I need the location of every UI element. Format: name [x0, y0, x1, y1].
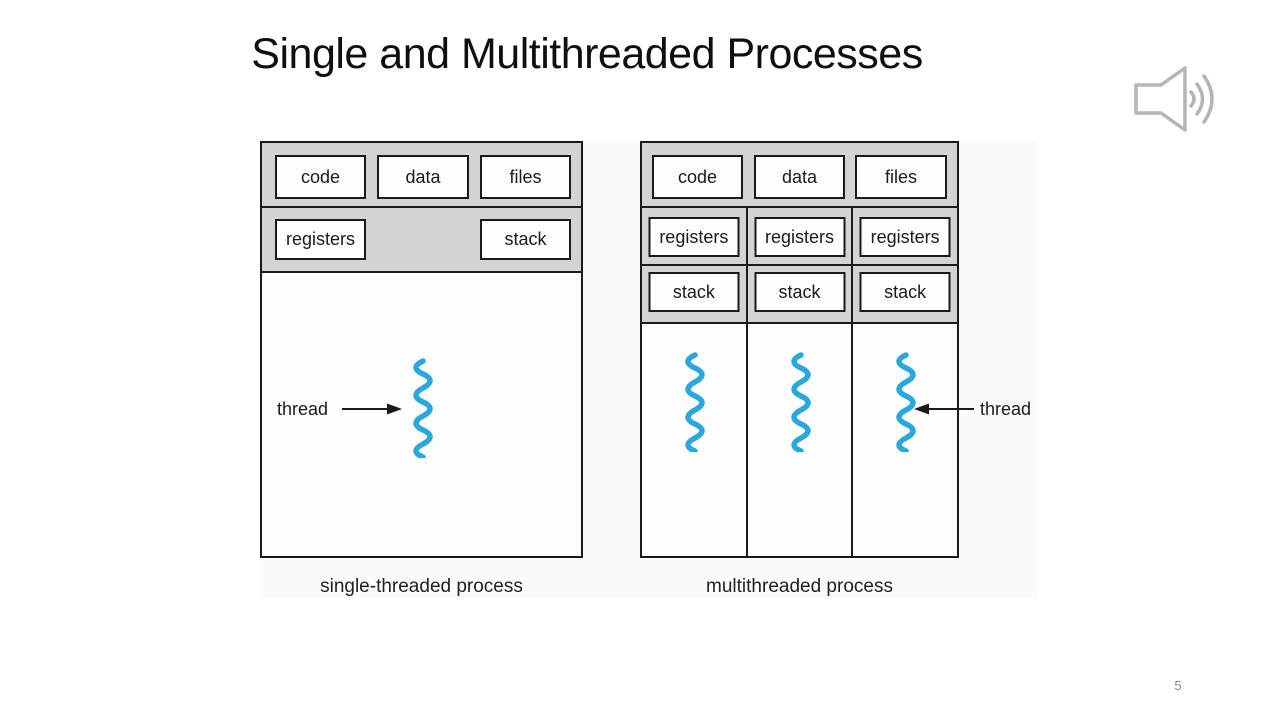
thread-squiggle — [790, 352, 811, 452]
thread-columns: registers stack registers stack — [642, 208, 958, 556]
thread-area — [642, 324, 746, 556]
thread-area — [747, 324, 852, 556]
stack-box: stack — [859, 272, 951, 312]
caption-multithreaded: multithreaded process — [706, 576, 893, 597]
single-threaded-process-diagram: code data files registers stack — [260, 141, 583, 558]
registers-box: registers — [275, 219, 366, 260]
stack-cell: stack — [853, 266, 958, 324]
thread-column-3: registers stack — [851, 208, 958, 556]
registers-box: registers — [754, 217, 845, 257]
registers-box: registers — [648, 217, 740, 257]
stack-box: stack — [754, 272, 845, 312]
slide-title: Single and Multithreaded Processes — [251, 30, 923, 78]
data-box: data — [754, 155, 845, 199]
files-box: files — [855, 155, 947, 199]
thread-label-left: thread — [277, 399, 329, 419]
thread-squiggle — [413, 358, 433, 458]
registers-cell: registers — [642, 208, 746, 266]
thread-area — [853, 324, 958, 556]
files-box: files — [480, 155, 571, 199]
code-box: code — [275, 155, 366, 199]
caption-single-threaded: single-threaded process — [320, 576, 523, 597]
multithreaded-process-diagram: code data files registers stack register… — [640, 141, 959, 558]
thread-squiggle — [896, 352, 916, 452]
audio-speaker-icon[interactable] — [1132, 61, 1216, 137]
stack-cell: stack — [747, 266, 852, 324]
registers-stack-band: registers stack — [262, 208, 581, 273]
thread-column-2: registers stack — [745, 208, 852, 556]
page-number: 5 — [1174, 678, 1182, 693]
registers-box: registers — [859, 217, 951, 257]
stack-box: stack — [480, 219, 571, 260]
data-box: data — [377, 155, 469, 199]
thread-arrow-right-pointing — [342, 403, 402, 415]
registers-cell: registers — [747, 208, 852, 266]
code-data-files-band: code data files — [262, 143, 581, 208]
stack-box: stack — [648, 272, 740, 312]
stack-cell: stack — [642, 266, 746, 324]
thread-label-right: thread — [980, 399, 1032, 419]
thread-arrow-left-pointing — [914, 403, 974, 415]
code-data-files-band: code data files — [642, 143, 957, 208]
registers-cell: registers — [853, 208, 958, 266]
speaker-icon — [1134, 66, 1214, 132]
code-box: code — [652, 155, 743, 199]
thread-column-1: registers stack — [642, 208, 746, 556]
thread-squiggle — [685, 352, 705, 452]
